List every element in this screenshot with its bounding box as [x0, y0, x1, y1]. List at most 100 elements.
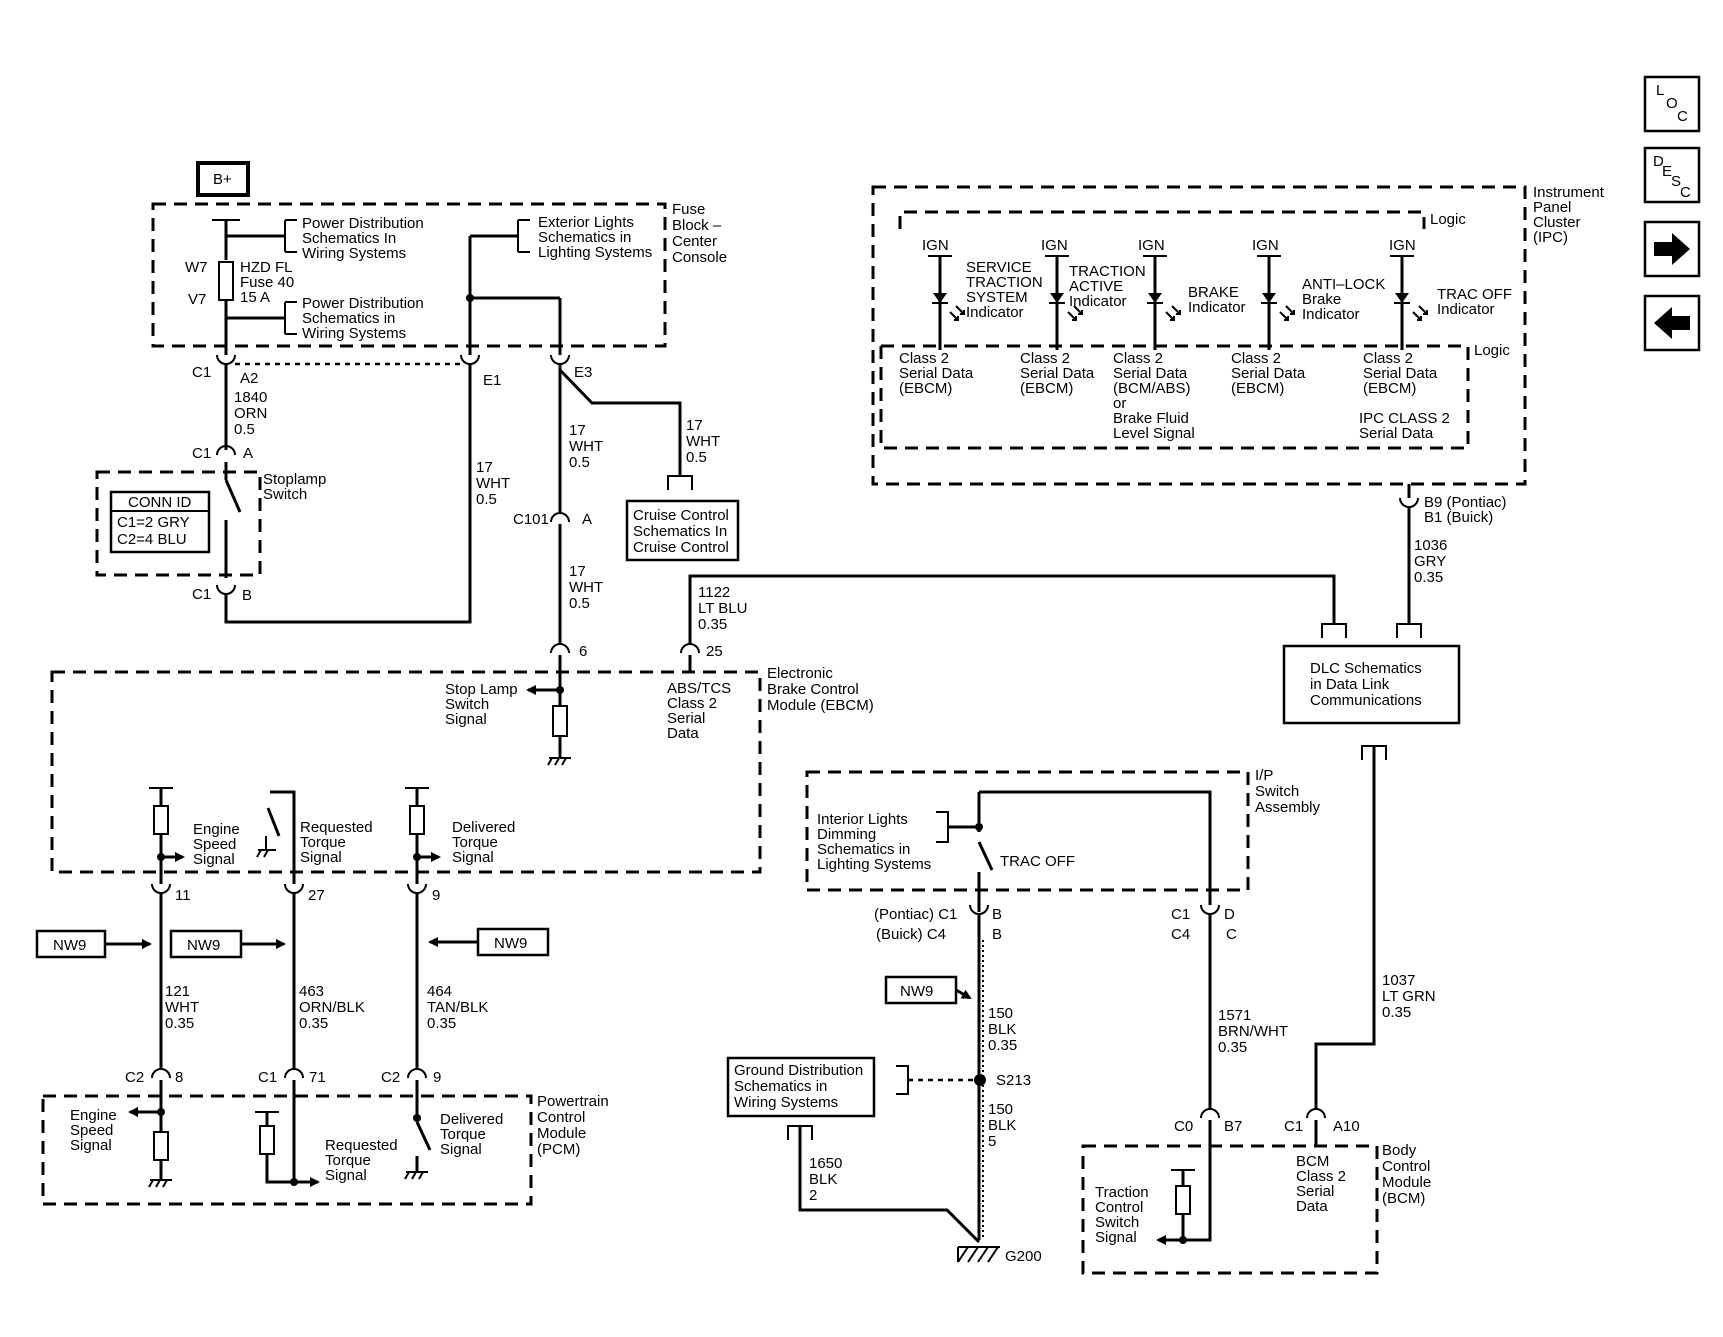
diagram-text: Powertrain	[537, 1093, 609, 1110]
diagram-text: Wiring Systems	[302, 325, 406, 342]
connector-c101: C101 A	[513, 511, 592, 537]
loc-button[interactable]: L O C	[1643, 75, 1701, 133]
diagram-text: W7	[185, 259, 208, 276]
diagram-text: C2	[381, 1069, 400, 1086]
diagram-text: Communications	[1310, 692, 1422, 709]
diagram-text: Assembly	[1255, 799, 1321, 816]
diagram-text: Wiring Systems	[302, 245, 406, 262]
diagram-text: C1	[192, 364, 211, 381]
diagram-text: (BCM/ABS)	[1113, 380, 1191, 397]
cruise-control-ref[interactable]: Cruise Control Schematics In Cruise Cont…	[625, 499, 740, 562]
diagram-text: Requested	[325, 1137, 398, 1154]
diagram-text: NW9	[494, 935, 527, 952]
diagram-text: Power Distribution	[302, 215, 424, 232]
diagram-text: A	[243, 445, 253, 462]
diagram-text: Data	[1296, 1198, 1328, 1215]
ipc-serial-data-5: Class 2 Serial Data (EBCM) IPC CLASS 2 S…	[1359, 350, 1450, 442]
diagram-text: Engine	[193, 821, 240, 838]
diagram-text: 0.5	[234, 421, 255, 438]
diagram-text: ANTI–LOCK	[1302, 276, 1385, 293]
connector-e1: E1	[460, 354, 501, 389]
diagram-text: 0.5	[686, 449, 707, 466]
bcm-label: Body Control Module (BCM)	[1382, 1142, 1431, 1207]
diagram-text: C101	[513, 511, 549, 528]
exterior-lights-ref[interactable]: Exterior Lights Schematics in Lighting S…	[538, 214, 652, 261]
diagram-text: 0.35	[299, 1015, 328, 1032]
left-arrow-icon	[1654, 307, 1690, 339]
prev-arrow-button[interactable]	[1643, 294, 1701, 352]
wire-label-463: 463 ORN/BLK 0.35	[299, 983, 365, 1032]
diagram-text: Panel	[1533, 199, 1571, 216]
diagram-text: 0.35	[988, 1037, 1017, 1054]
diagram-text: Fuse	[672, 201, 705, 218]
diagram-text: SERVICE	[966, 259, 1032, 276]
diagram-text: Console	[672, 249, 727, 266]
diagram-text: C1=2 GRY	[117, 514, 190, 531]
diagram-text: LT BLU	[698, 600, 747, 617]
diagram-text: Class 2	[1231, 350, 1281, 367]
diagram-text: V7	[188, 291, 206, 308]
nw9-ref-3[interactable]: NW9	[476, 927, 550, 957]
ebcm-engine-speed-label: Engine Speed Signal	[193, 821, 240, 868]
interior-lights-dimming-ref[interactable]: Interior Lights Dimming Schematics in Li…	[817, 811, 931, 873]
nw9-ref-2[interactable]: NW9	[169, 929, 243, 959]
nw9-ref-1[interactable]: NW9	[35, 929, 107, 959]
diagram-text: 1122	[698, 584, 730, 601]
next-arrow-button[interactable]	[1643, 220, 1701, 278]
diagram-text: C	[1677, 108, 1688, 125]
diagram-text: BLK	[988, 1021, 1016, 1038]
diagram-text: 15 A	[240, 289, 270, 306]
ground-distribution-ref[interactable]: Ground Distribution Schematics in Wiring…	[726, 1056, 876, 1118]
diagram-text: C1	[258, 1069, 277, 1086]
diagram-text: C	[1680, 184, 1691, 201]
diagram-text: 1037	[1382, 972, 1415, 989]
diagram-text: Signal	[440, 1141, 482, 1158]
dlc-ref[interactable]: DLC Schematics in Data Link Communicatio…	[1282, 644, 1461, 725]
power-distribution-ref-bottom[interactable]: Power Distribution Schematics in Wiring …	[302, 295, 424, 342]
fuse-label: HZD FL Fuse 40 15 A	[240, 259, 294, 306]
diagram-text: Class 2	[1363, 350, 1413, 367]
nw9-ref-4[interactable]: NW9	[884, 975, 958, 1005]
diagram-text: DLC Schematics	[1310, 660, 1422, 677]
diagram-text: Indicator	[1302, 306, 1360, 323]
diagram-text: 9	[432, 887, 440, 904]
connector-c2-9: C2 9	[381, 1068, 441, 1096]
pin-27: 27	[284, 883, 325, 904]
connector-c0-b7: C0 B7	[1174, 1108, 1242, 1146]
diagram-text: BLK	[809, 1171, 837, 1188]
power-distribution-ref-top[interactable]: Power Distribution Schematics In Wiring …	[302, 215, 424, 262]
connector-c1-a: C1 A	[192, 445, 253, 462]
diagram-text: NW9	[187, 937, 220, 954]
diagram-text: Speed	[193, 836, 236, 853]
diagram-text: Schematics in	[302, 310, 395, 327]
diagram-text: WHT	[569, 438, 603, 455]
stoplamp-switch-boundary	[95, 470, 262, 577]
pcm-boundary	[41, 1094, 533, 1206]
diagram-text: Switch	[1255, 783, 1299, 800]
diagram-text: Indicator	[1188, 299, 1246, 316]
connector-c1-d: C1 C4 D C	[1171, 904, 1237, 943]
diagram-text: Serial Data	[899, 365, 974, 382]
splice-s213: S213	[974, 1072, 1031, 1089]
diagram-text: 463	[299, 983, 324, 1000]
desc-button[interactable]: D E S C	[1643, 146, 1701, 204]
diagram-text: Signal	[193, 851, 235, 868]
diagram-text: in Data Link	[1310, 676, 1390, 693]
diagram-text: TRACTION	[1069, 263, 1146, 280]
diagram-text: Schematics In	[302, 230, 396, 247]
b-plus-box: B+	[196, 161, 250, 197]
diagram-text: Schematics In	[633, 523, 727, 540]
diagram-text: I/P	[1255, 767, 1273, 784]
diagram-text: 8	[175, 1069, 183, 1086]
connector-c1-71: C1 71	[258, 1068, 326, 1096]
diagram-text: 1036	[1414, 537, 1447, 554]
diagram-text: Class 2	[1113, 350, 1163, 367]
diagram-text: (Pontiac) C1	[874, 906, 957, 923]
bcm-class2-serial-data-label: BCM Class 2 Serial Data	[1296, 1153, 1346, 1215]
ground-symbol-ebcm-req	[256, 836, 276, 858]
diagram-text: Module (EBCM)	[767, 697, 874, 714]
wire-label-1122: 1122 LT BLU 0.35	[698, 584, 747, 633]
diagram-text: BRAKE	[1188, 284, 1239, 301]
diagram-text: NW9	[900, 983, 933, 1000]
diagram-text: Logic	[1474, 342, 1510, 359]
